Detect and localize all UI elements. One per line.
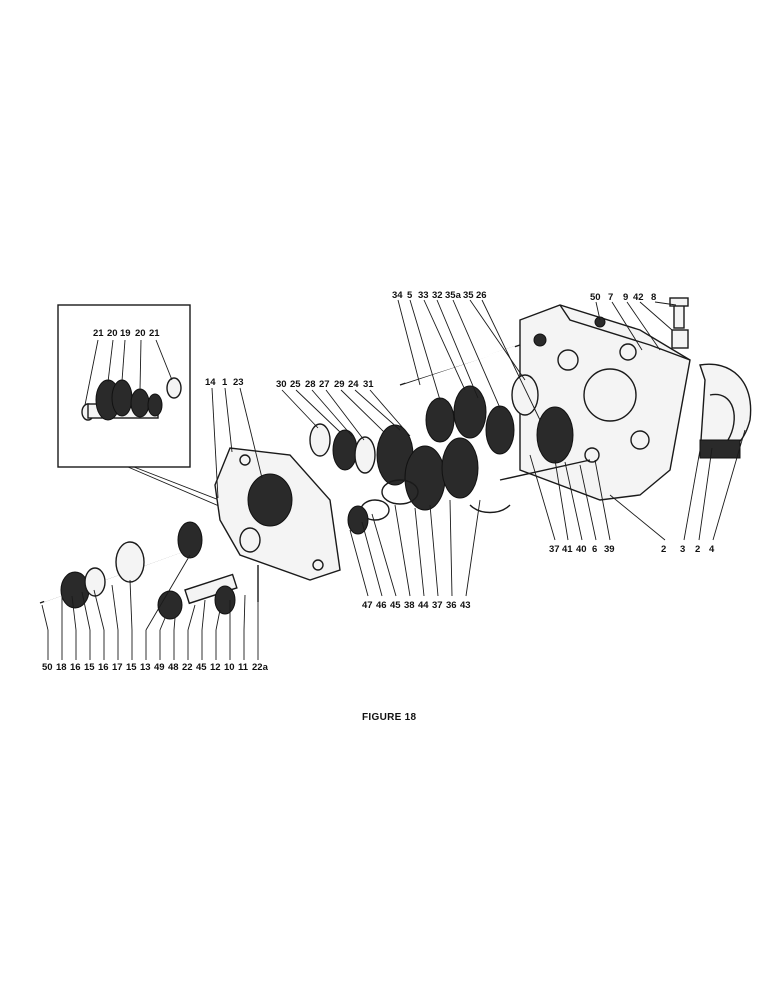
callouts-bottom-right-a: 37 41 40 6 39 [549,544,615,555]
callouts-top-right-a: 34 5 33 32 35a 35 26 [392,290,487,301]
callout-39: 39 [604,544,615,555]
callout-16b: 16 [98,662,109,673]
callout-37: 37 [549,544,560,555]
main-gearbox-housing [519,304,691,501]
callout-34: 34 [392,290,403,301]
callout-1: 1 [222,377,228,388]
callouts-mid-center: 30 25 28 27 29 24 31 [276,379,374,390]
figure-caption: FIGURE 18 [362,712,417,723]
callout-12: 12 [210,662,221,673]
callout-28: 28 [305,379,316,390]
callout-48: 48 [168,662,179,673]
callout-26: 26 [476,290,487,301]
callout-27: 27 [319,379,330,390]
callout-15b: 15 [126,662,137,673]
callout-45b: 45 [196,662,207,673]
callout-23: 23 [233,377,244,388]
inset-label-20: 20 [107,328,118,339]
callout-6: 6 [592,544,597,555]
bolt-part [669,297,689,349]
callout-9: 9 [623,292,628,303]
callout-17: 17 [112,662,123,673]
inset-label-21b: 21 [149,328,160,339]
callout-40: 40 [576,544,587,555]
callout-35: 35 [463,290,474,301]
callout-36: 36 [446,600,457,611]
inset-label-19: 19 [120,328,131,339]
callout-15: 15 [84,662,95,673]
callout-41: 41 [562,544,573,555]
callout-35a: 35a [445,290,462,301]
callout-11: 11 [238,662,249,673]
callout-46: 46 [376,600,387,611]
callout-3: 3 [680,544,685,555]
callouts-bottom-center: 47 46 45 38 44 37 36 43 [362,600,471,611]
callout-18: 18 [56,662,67,673]
callout-32: 32 [432,290,443,301]
callouts-bottom-right-b: 2 3 2 4 [661,544,715,555]
callout-14: 14 [205,377,216,388]
callout-25: 25 [290,379,301,390]
callout-4: 4 [709,544,715,555]
callout-8: 8 [651,292,656,303]
callout-13: 13 [140,662,151,673]
inset-label-21: 21 [93,328,104,339]
callout-38: 38 [404,600,415,611]
callout-2b: 2 [695,544,700,555]
layshaft-gear-assembly [399,344,574,464]
callout-7: 7 [608,292,613,303]
callout-33: 33 [418,290,429,301]
mainshaft-gear-assembly [309,423,591,521]
callout-44: 44 [418,600,429,611]
callout-22a: 22a [252,662,269,673]
callout-45: 45 [390,600,401,611]
callouts-top-right-b: 50 7 9 42 8 [590,292,656,303]
callout-5: 5 [407,290,413,301]
bell-housing-cover [699,363,752,459]
callout-29: 29 [334,379,345,390]
callouts-mid-left: 14 1 23 [205,377,244,388]
callout-10: 10 [224,662,235,673]
callout-2: 2 [661,544,666,555]
inset-label-20b: 20 [135,328,146,339]
callout-50: 50 [590,292,601,303]
callout-49: 49 [154,662,165,673]
callout-43: 43 [460,600,471,611]
callout-16: 16 [70,662,81,673]
callout-47: 47 [362,600,373,611]
callout-22: 22 [182,662,193,673]
inset-detail-box [57,304,191,468]
callout-37b: 37 [432,600,443,611]
leader-lines [41,299,746,631]
callout-50b: 50 [42,662,53,673]
callout-30: 30 [276,379,287,390]
callout-24: 24 [348,379,359,390]
input-shaft-assembly [39,521,203,609]
callout-31: 31 [363,379,374,390]
callout-42: 42 [633,292,644,303]
front-cover-housing [214,447,341,581]
inset-callout-labels: 21 20 19 20 21 [93,328,160,339]
callouts-bottom-left: 50 18 16 15 16 17 15 13 49 48 22 45 12 1… [42,662,269,673]
